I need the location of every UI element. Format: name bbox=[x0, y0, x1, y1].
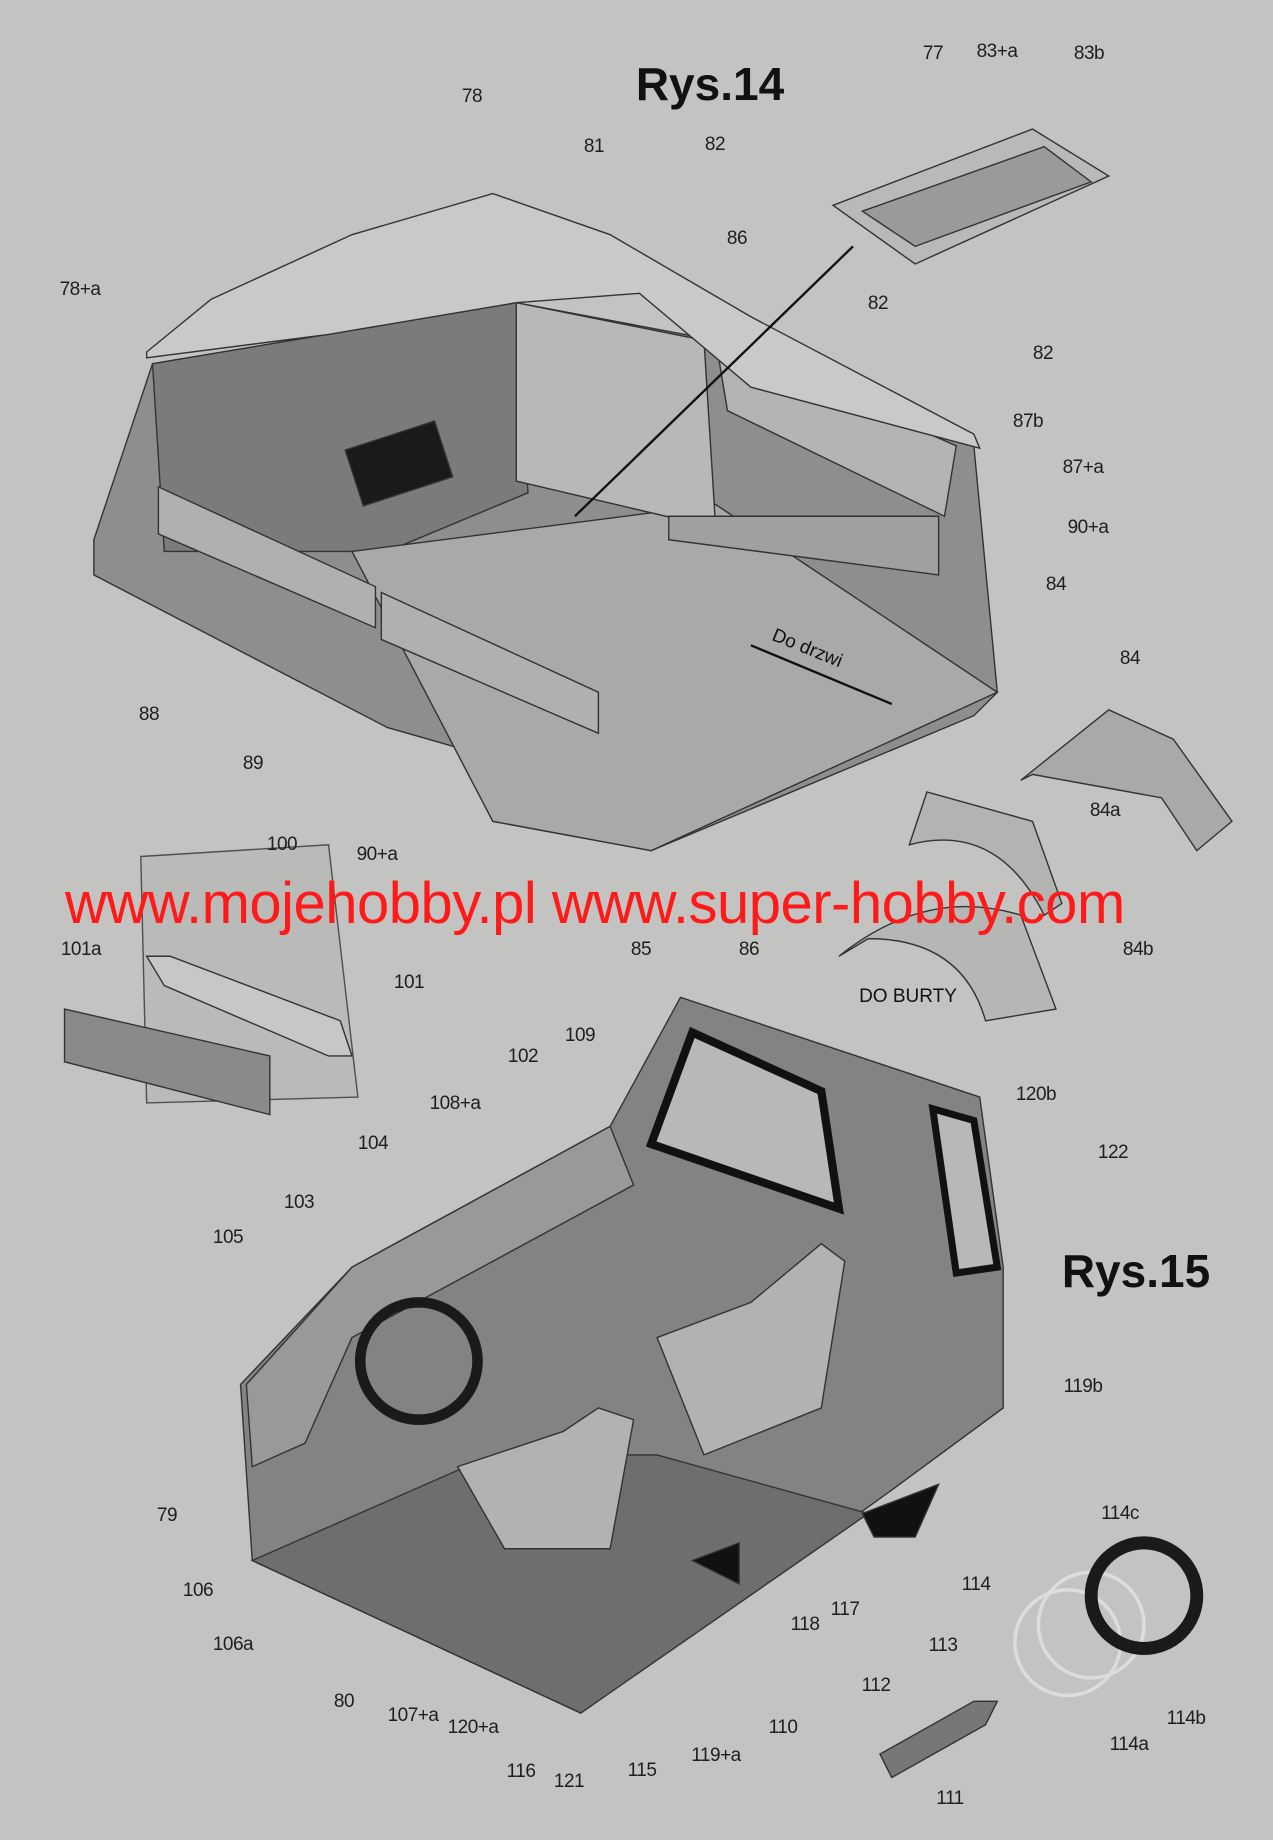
part-label: 104 bbox=[357, 1133, 389, 1154]
part-label: 116 bbox=[506, 1761, 536, 1782]
part-label: 79 bbox=[156, 1505, 178, 1526]
part-label: 89 bbox=[242, 753, 264, 774]
part-label: 82 bbox=[1032, 343, 1054, 364]
part-label: 121 bbox=[553, 1771, 585, 1792]
part-label: 88 bbox=[138, 704, 160, 725]
part-label: 114a bbox=[1109, 1734, 1149, 1755]
part-label: 84 bbox=[1119, 648, 1141, 669]
watermark: www.mojehobby.pl www.super-hobby.com bbox=[65, 871, 1125, 936]
part-label: 106 bbox=[182, 1580, 214, 1601]
part-label: 118 bbox=[790, 1614, 820, 1635]
part-label: 85 bbox=[630, 939, 652, 960]
part-label: 82 bbox=[867, 293, 889, 314]
part-label: 84 bbox=[1045, 574, 1067, 595]
part-label: 84b bbox=[1122, 939, 1154, 960]
part-label: 84a bbox=[1089, 800, 1121, 821]
part-label: 122 bbox=[1097, 1142, 1129, 1163]
rear-body-drawing bbox=[63, 128, 1233, 1116]
part-label: 120b bbox=[1015, 1084, 1057, 1105]
part-label: 107+a bbox=[387, 1705, 439, 1726]
part-label: 86 bbox=[726, 228, 748, 249]
part-label: 111 bbox=[936, 1788, 964, 1809]
part-label: 90+a bbox=[1067, 517, 1109, 538]
part-label: 78 bbox=[461, 86, 483, 107]
part-label: 80 bbox=[333, 1691, 355, 1712]
to-side-note: DO BURTY bbox=[859, 986, 957, 1007]
part-label: 115 bbox=[627, 1760, 657, 1781]
part-label: 77 bbox=[922, 43, 944, 64]
part-label: 105 bbox=[212, 1227, 244, 1248]
figure-14-title: Rys.14 bbox=[635, 58, 785, 110]
part-label: 101a bbox=[60, 939, 102, 960]
part-label: 86 bbox=[738, 939, 760, 960]
part-label: 102 bbox=[507, 1046, 539, 1067]
part-label: 83+a bbox=[976, 41, 1018, 62]
part-label: 114c bbox=[1101, 1503, 1139, 1524]
part-label: 117 bbox=[830, 1599, 860, 1620]
part-label: 120+a bbox=[447, 1717, 499, 1738]
part-label: 90+a bbox=[356, 844, 398, 865]
part-label: 78+a bbox=[59, 279, 101, 300]
part-label: 114 bbox=[961, 1574, 991, 1595]
cab-drawing bbox=[239, 996, 1204, 1779]
part-label: 119b bbox=[1063, 1376, 1103, 1397]
part-label: 109 bbox=[564, 1025, 596, 1046]
part-label: 81 bbox=[583, 136, 605, 157]
part-label: 87b bbox=[1012, 411, 1044, 432]
part-label: 103 bbox=[283, 1192, 315, 1213]
part-label: 110 bbox=[768, 1717, 798, 1738]
part-label: 82 bbox=[704, 134, 726, 155]
part-label: 119+a bbox=[691, 1745, 741, 1766]
part-label: 101 bbox=[393, 972, 425, 993]
part-label: 87+a bbox=[1062, 457, 1104, 478]
part-label: 112 bbox=[861, 1675, 891, 1696]
figure-15-title: Rys.15 bbox=[1061, 1245, 1211, 1297]
part-label: 108+a bbox=[429, 1093, 481, 1114]
part-label: 106a bbox=[212, 1634, 254, 1655]
part-label: 83b bbox=[1073, 43, 1105, 64]
part-label: 113 bbox=[928, 1635, 958, 1656]
part-label: 114b bbox=[1166, 1708, 1206, 1729]
part-label: 100 bbox=[266, 834, 298, 855]
